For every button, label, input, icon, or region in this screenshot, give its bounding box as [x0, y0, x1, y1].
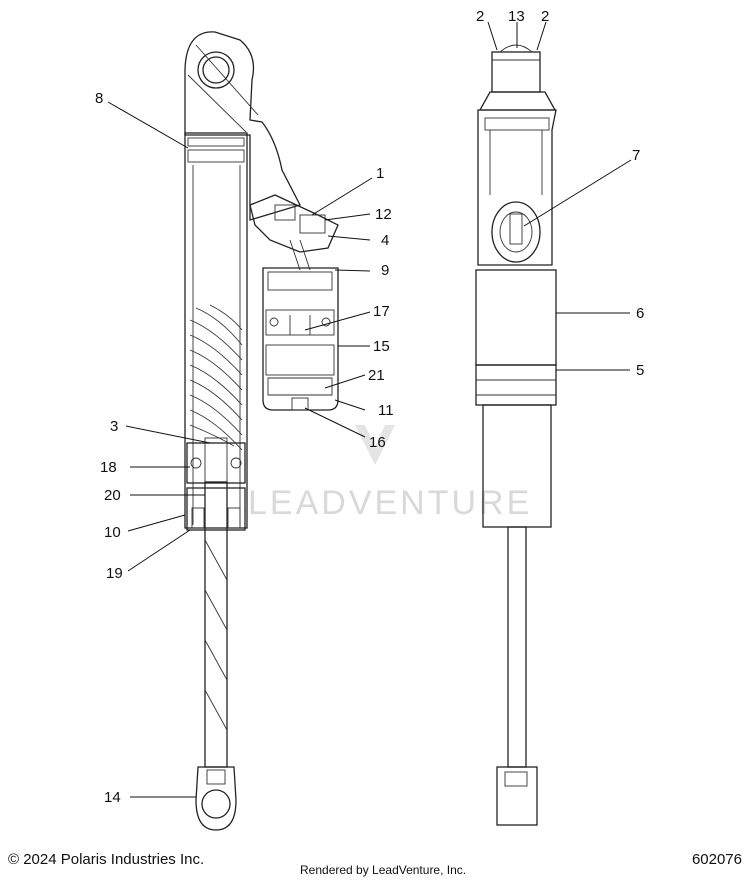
piston-assembly [186, 442, 246, 484]
copyright-text: © 2024 Polaris Industries Inc. [8, 851, 205, 868]
callout-14: 14 [104, 789, 121, 806]
callout-2-left: 2 [476, 8, 484, 25]
shock-exterior-view [475, 44, 557, 826]
leader-lines [107, 21, 632, 798]
callout-5: 5 [636, 362, 644, 379]
reservoir-canister [262, 267, 339, 411]
shock-cutaway-view [184, 31, 339, 831]
callout-15: 15 [373, 338, 390, 355]
rendered-by-text: Rendered by LeadVenture, Inc. [300, 863, 467, 877]
main-body-sleeve [475, 269, 557, 366]
callout-6: 6 [636, 305, 644, 322]
callout-18: 18 [100, 459, 117, 476]
leadventure-watermark: LEADVENTURE [248, 425, 532, 522]
callout-3: 3 [110, 418, 118, 435]
bottom-mount [496, 766, 538, 826]
callout-12: 12 [375, 206, 392, 223]
callout-10: 10 [104, 524, 121, 541]
exterior-shaft [507, 526, 527, 768]
callout-8: 8 [95, 90, 103, 107]
compression-adjuster [491, 201, 541, 263]
callout-16: 16 [369, 434, 386, 451]
watermark-text: LEADVENTURE [248, 484, 532, 522]
callout-11: 11 [378, 402, 394, 419]
spring-preload-collar [475, 364, 557, 406]
callout-4: 4 [381, 232, 389, 249]
callout-1: 1 [376, 165, 384, 182]
internal-spring-section [189, 304, 243, 451]
reservoir-adapter [249, 194, 339, 253]
callout-19: 19 [106, 565, 123, 582]
callout-9: 9 [381, 262, 389, 279]
diagram-part-number: 602076 [691, 851, 742, 868]
callout-7: 7 [632, 147, 640, 164]
callout-17: 17 [373, 303, 390, 320]
callout-13: 13 [508, 8, 525, 25]
callout-20: 20 [104, 487, 121, 504]
callout-labels: 2 13 2 8 1 7 12 4 9 6 17 15 5 21 11 3 16… [95, 8, 644, 806]
callout-21: 21 [368, 367, 385, 384]
top-mount-bushing [491, 51, 541, 93]
callout-2-right: 2 [541, 8, 549, 25]
